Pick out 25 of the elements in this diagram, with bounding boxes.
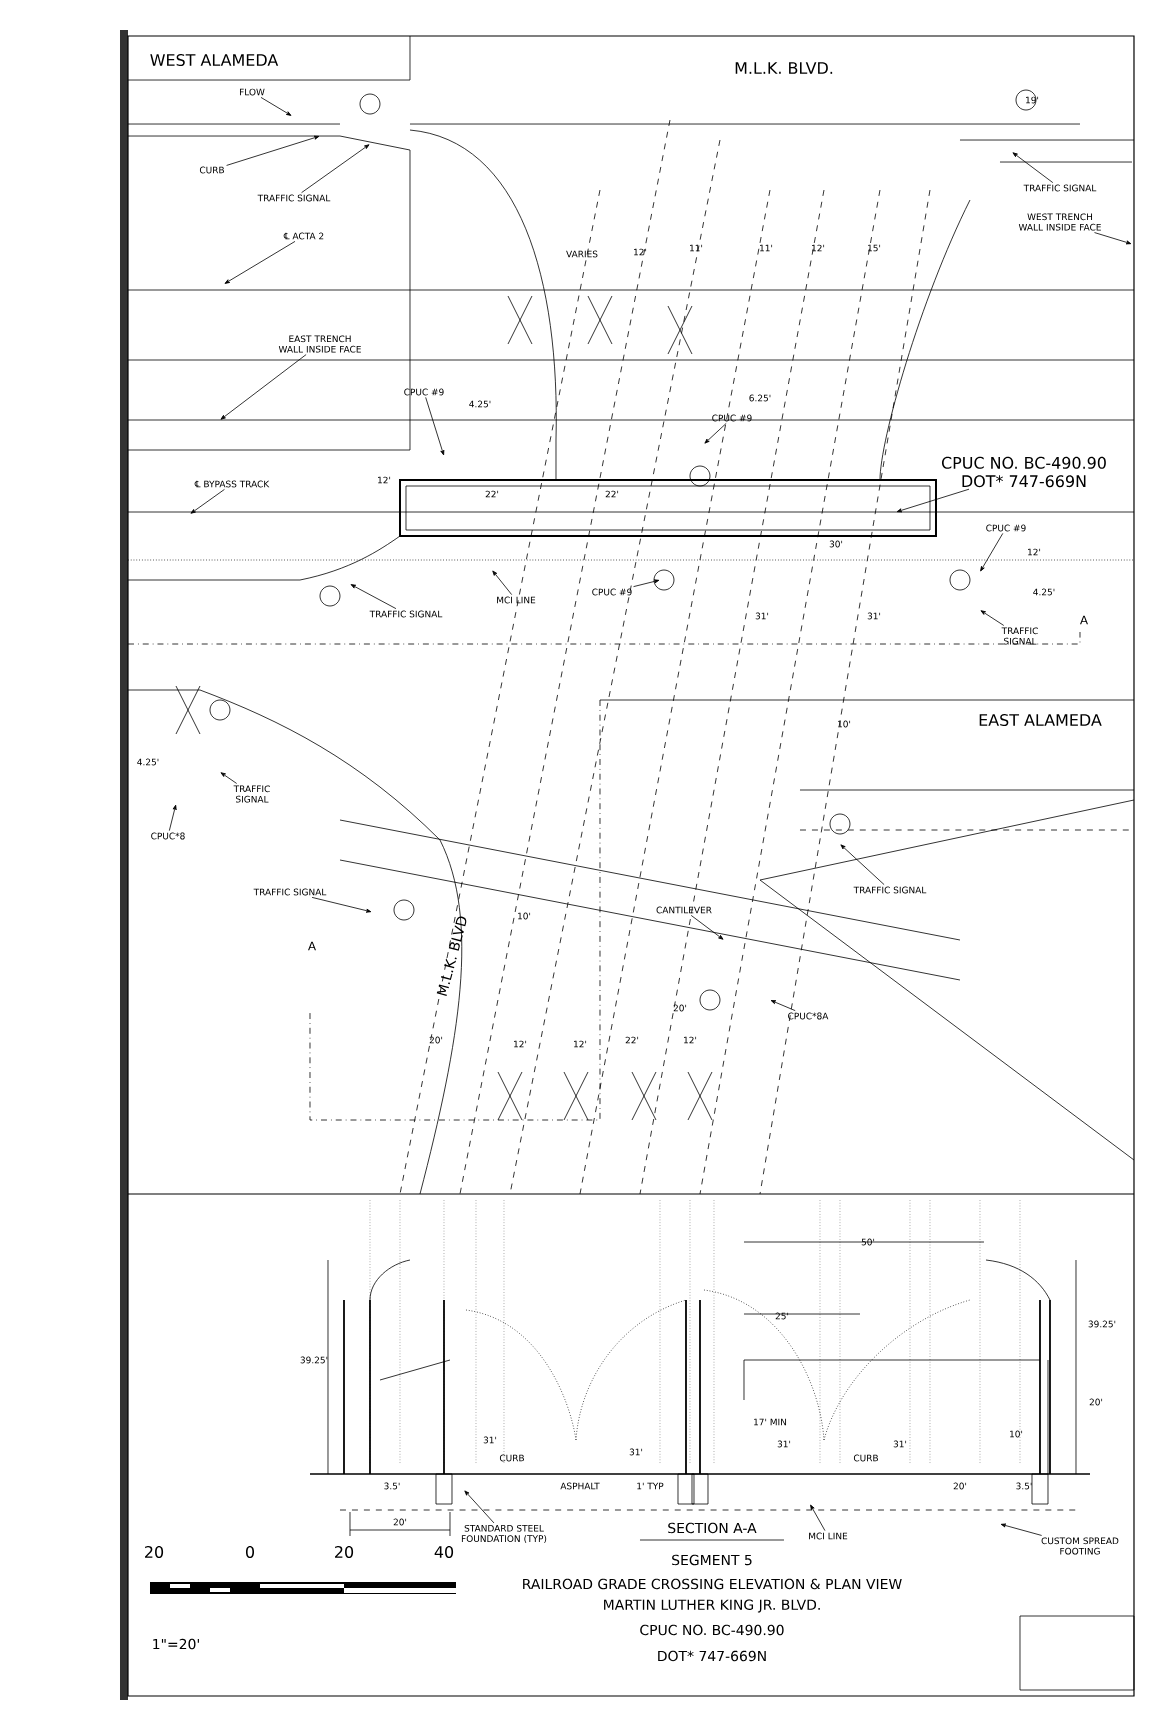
leader-line: [1000, 1523, 1043, 1536]
leader-line: [190, 489, 225, 514]
leader-line: [220, 354, 307, 420]
leader-line: [770, 1000, 796, 1012]
leader-line: [311, 897, 372, 913]
leader-line: [1094, 232, 1132, 245]
leader-line: [492, 570, 513, 596]
leader-line: [168, 804, 177, 832]
leader-line: [896, 488, 970, 513]
leader-line: [226, 135, 320, 166]
leader-line: [980, 533, 1004, 572]
leader-line: [220, 772, 238, 784]
leader-line: [980, 610, 1005, 626]
leader-line: [633, 579, 660, 588]
leader-line: [810, 1504, 826, 1531]
leader-line: [840, 844, 885, 886]
leader-line: [704, 423, 727, 444]
leader-line: [350, 584, 397, 610]
leader-line: [464, 1490, 495, 1524]
leader-line: [301, 144, 370, 194]
leader-line: [1012, 152, 1054, 184]
leader-line: [224, 241, 296, 284]
leader-line: [425, 397, 445, 456]
leader-line: [690, 915, 724, 940]
leader-line: [260, 97, 292, 116]
